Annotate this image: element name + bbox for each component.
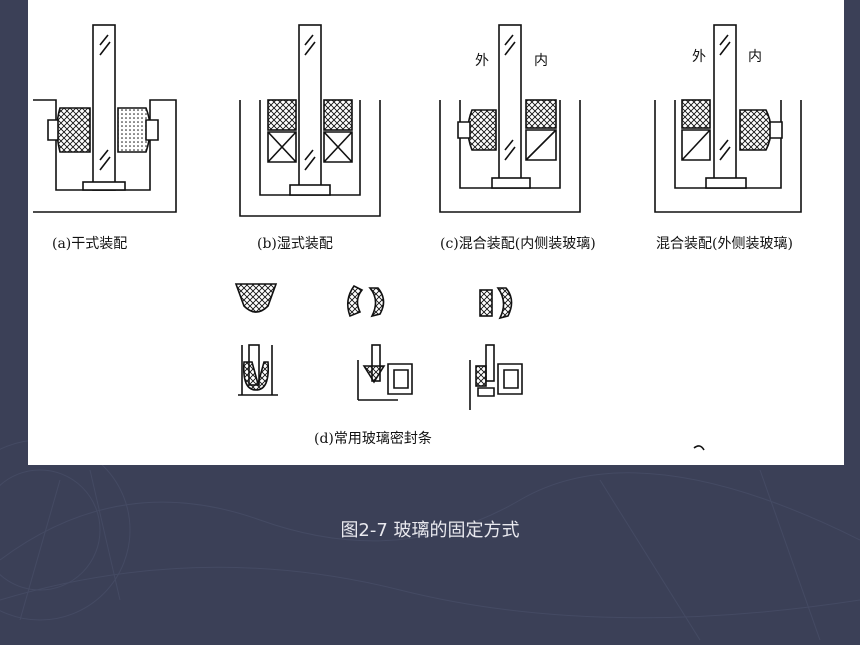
glass-fixing-diagram xyxy=(33,24,802,451)
tag-c-outer: 外 xyxy=(475,53,489,69)
tag-c-inner: 内 xyxy=(534,53,548,69)
label-b: (b)湿式装配 xyxy=(257,236,333,252)
figure-caption: 图2-7 玻璃的固定方式 xyxy=(340,520,520,541)
figure-a-dry-fixing xyxy=(33,24,177,213)
figure-b-wet-fixing xyxy=(239,24,381,217)
stray-mark xyxy=(693,445,705,451)
label-seals: (d)常用玻璃密封条 xyxy=(314,431,432,447)
tag-d-outer: 外 xyxy=(692,49,706,65)
label-d-mixed: 混合装配(外侧装玻璃) xyxy=(656,236,793,252)
tag-d-inner: 内 xyxy=(748,49,762,65)
figure-panel: 外 内 外 内 (a)干式装配 (b)湿式装配 (c)混合装配(内侧装玻璃) 混… xyxy=(28,0,844,465)
figure-c-mixed-inner xyxy=(439,24,581,213)
label-c: (c)混合装配(内侧装玻璃) xyxy=(440,236,596,252)
figure-d-sealing-strips xyxy=(234,283,523,410)
label-a: (a)干式装配 xyxy=(52,236,128,252)
figure-mixed-outer xyxy=(654,24,802,213)
